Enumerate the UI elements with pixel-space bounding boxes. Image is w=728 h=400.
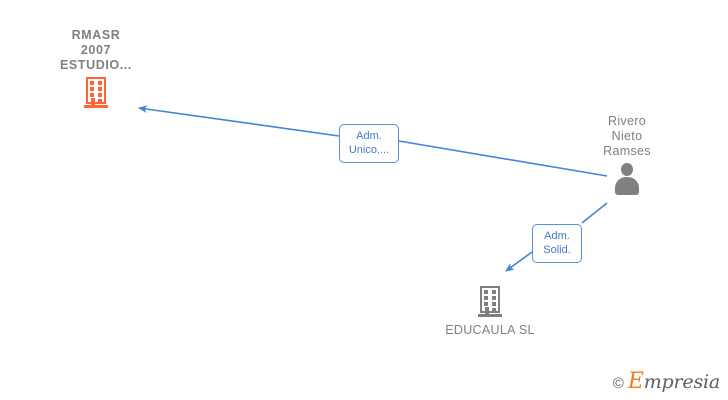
- edge-rivero-to-rmasr: [138, 105, 608, 177]
- building-icon: [478, 286, 502, 317]
- person-icon: [612, 163, 642, 195]
- node-rmasr-2007-estudio[interactable]: RMASR 2007 ESTUDIO...: [16, 28, 176, 108]
- icon-wrap-rmasr: [84, 77, 108, 108]
- node-label-educaula: EDUCAULA SL: [445, 323, 535, 337]
- icon-wrap-educaula: [478, 286, 502, 317]
- building-icon: [84, 77, 108, 108]
- icon-wrap-rivero: [612, 163, 642, 195]
- watermark-rest: mpresia: [643, 371, 720, 393]
- edge-label-adm-unico[interactable]: Adm. Unico,...: [339, 124, 399, 163]
- node-label-rmasr: RMASR 2007 ESTUDIO...: [60, 28, 132, 72]
- copyright-icon: ©: [612, 375, 624, 392]
- edge-rivero-to-educaula: [505, 202, 608, 272]
- node-rivero-nieto-ramses[interactable]: Rivero Nieto Ramses: [547, 114, 707, 195]
- edge-label-adm-solid[interactable]: Adm. Solid.: [532, 224, 582, 263]
- watermark-brand: Empresia: [628, 369, 720, 394]
- node-label-rivero: Rivero Nieto Ramses: [603, 114, 651, 158]
- empresia-watermark: © Empresia: [613, 369, 720, 394]
- node-educaula-sl[interactable]: EDUCAULA SL: [410, 282, 570, 338]
- watermark-initial: E: [627, 369, 644, 394]
